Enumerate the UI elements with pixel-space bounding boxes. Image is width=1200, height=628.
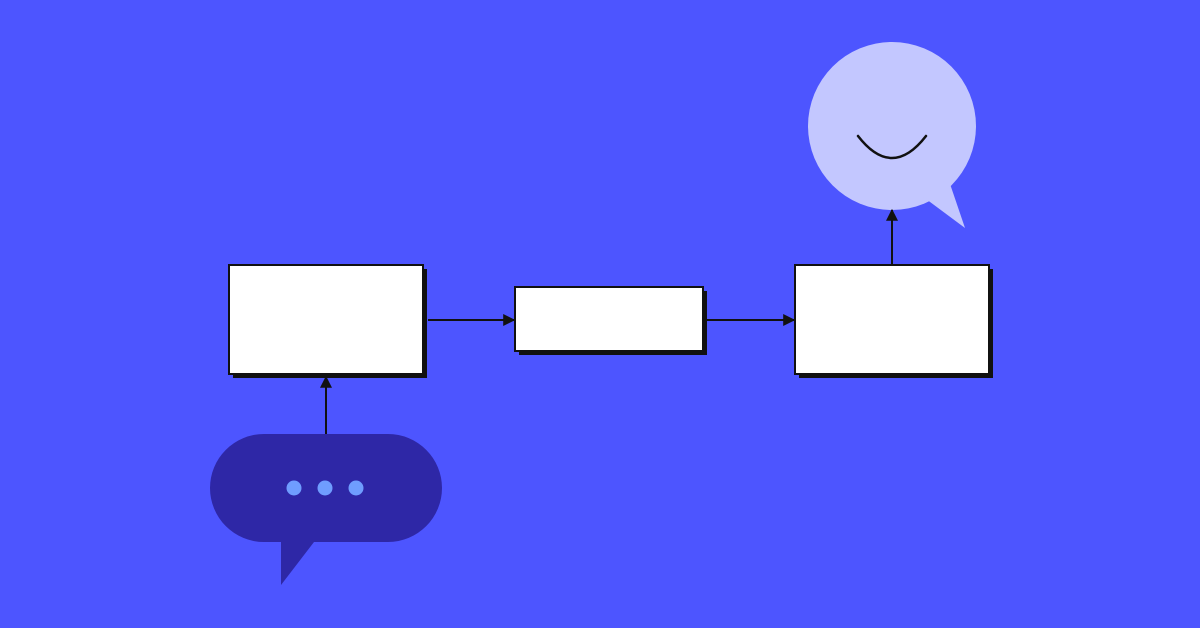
typing-dot xyxy=(348,480,364,496)
output-box xyxy=(794,264,993,378)
process-box-face xyxy=(514,286,704,352)
output-box-face xyxy=(794,264,990,375)
smile-curve xyxy=(856,134,928,160)
typing-bubble-shape xyxy=(210,434,442,585)
typing-indicator-speech-bubble-icon xyxy=(210,434,442,585)
reply-bubble-circle xyxy=(808,42,976,210)
typing-dot xyxy=(286,480,302,496)
typing-dot xyxy=(317,480,333,496)
process-box xyxy=(514,286,707,355)
smiling-speech-bubble-icon xyxy=(808,42,976,228)
reply-bubble-tail xyxy=(922,178,965,228)
input-box xyxy=(228,264,427,378)
input-box-face xyxy=(228,264,424,375)
